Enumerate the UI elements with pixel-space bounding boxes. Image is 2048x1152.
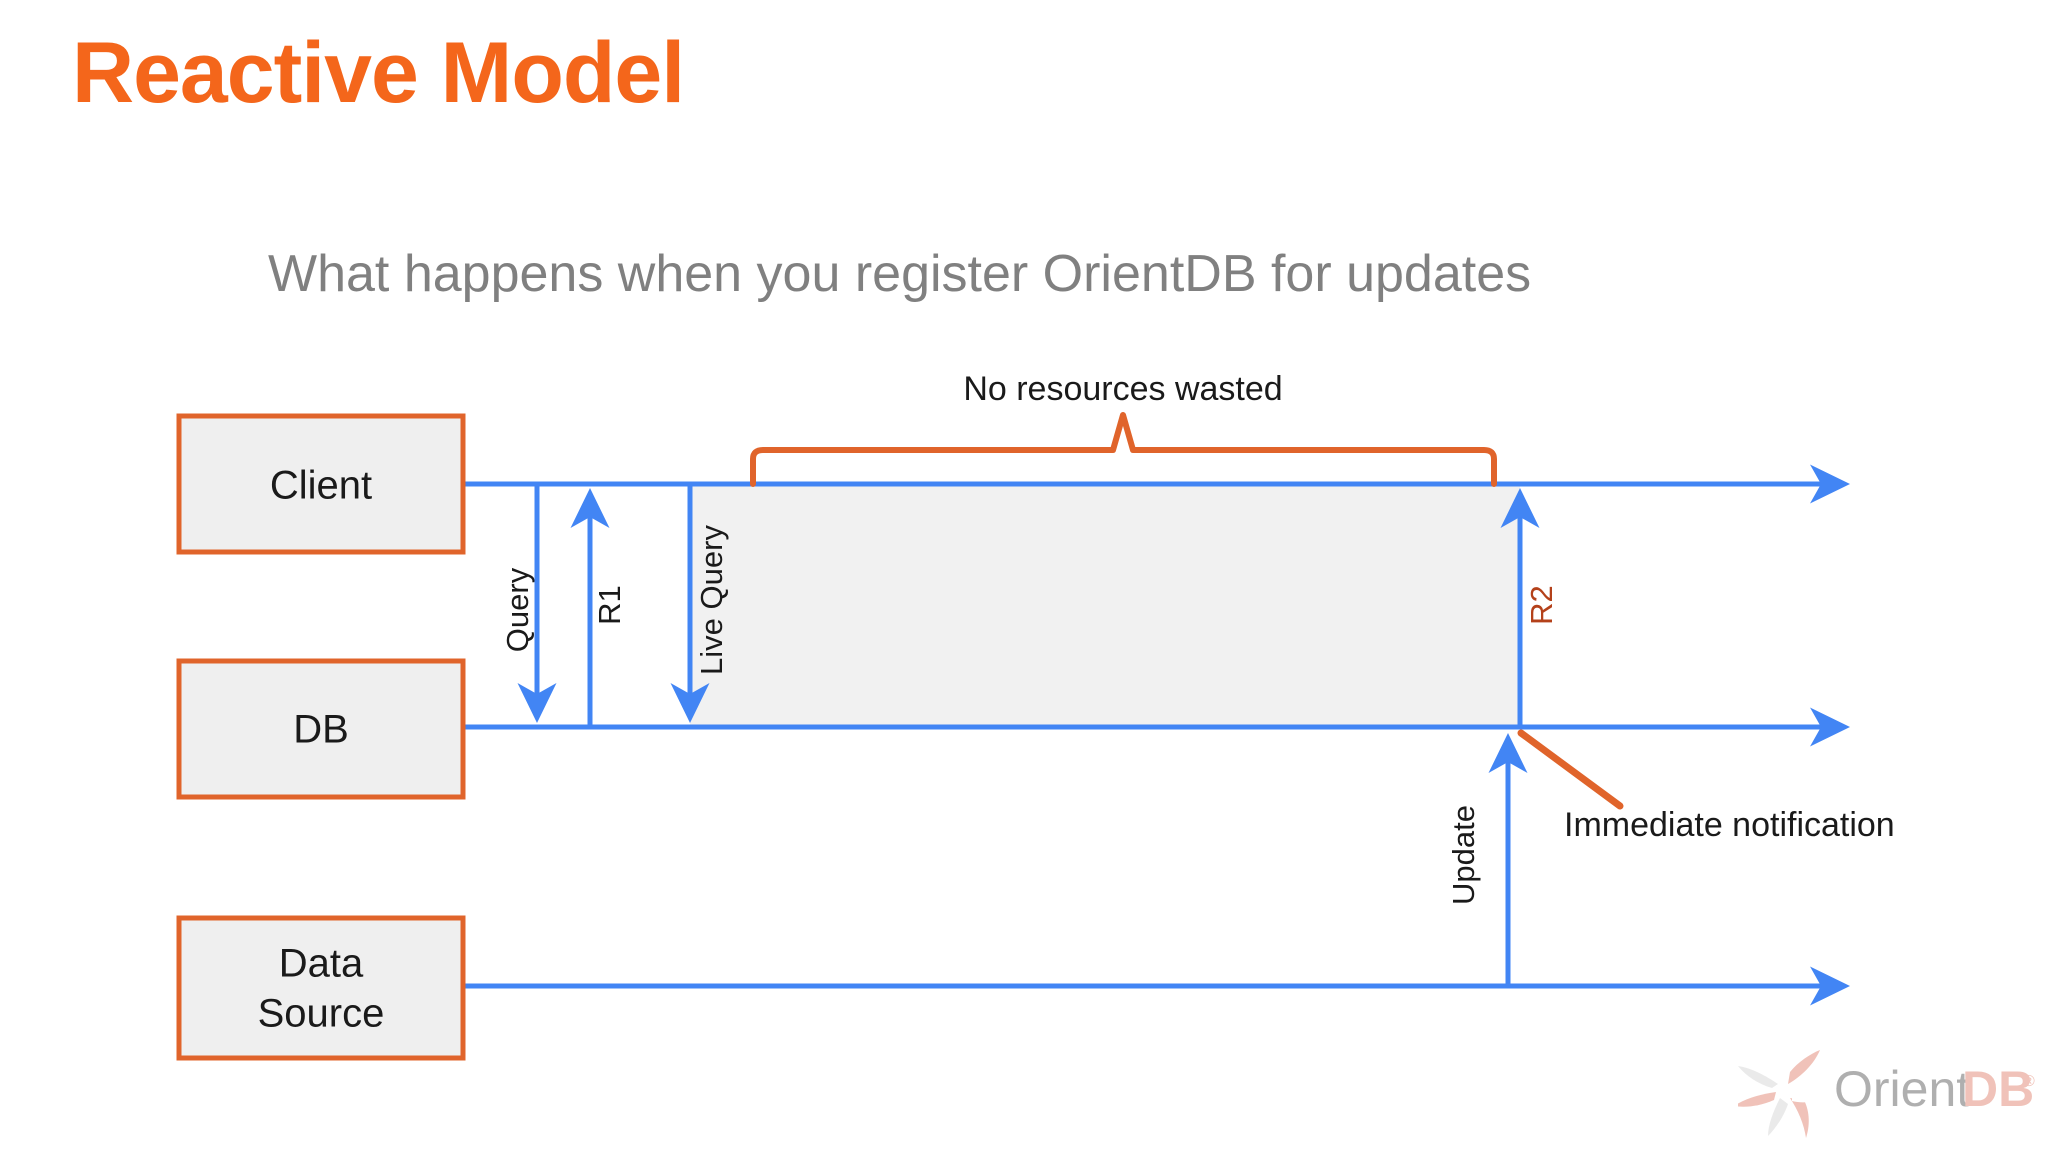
participant-box-data-source[interactable]: Data Source xyxy=(176,915,466,1061)
participant-label-db: DB xyxy=(293,708,349,752)
annotation-immediate-notification: Immediate notification xyxy=(1564,806,1895,844)
message-query[interactable]: Query xyxy=(500,486,557,723)
callout-immediate-notification xyxy=(1517,729,1624,810)
annotation-no-resources-wasted: No resources wasted xyxy=(963,370,1282,408)
orientdb-logo-word-primary: Orient xyxy=(1834,1061,1970,1117)
message-label-r1: R1 xyxy=(592,585,627,625)
orientdb-logo: Orient DB ® xyxy=(1738,1036,2038,1146)
page-title: Reactive Model xyxy=(72,25,685,121)
message-label-update: Update xyxy=(1446,805,1481,905)
bracket-no-resources-wasted xyxy=(750,412,1497,487)
participant-label-data-source-line1: Data xyxy=(279,942,364,986)
orientdb-logo-mark xyxy=(1738,1050,1826,1138)
participant-label-client: Client xyxy=(270,464,372,508)
message-update[interactable]: Update xyxy=(1446,733,1528,984)
participant-box-client[interactable]: Client xyxy=(176,413,466,555)
message-label-live-query: Live Query xyxy=(694,525,729,675)
idle-region-shading xyxy=(690,486,1520,727)
participant-box-db[interactable]: DB xyxy=(176,658,466,800)
message-live-query[interactable]: Live Query xyxy=(670,486,729,723)
message-label-r2: R2 xyxy=(1524,585,1559,625)
orientdb-logo-word-secondary: DB xyxy=(1962,1061,2034,1117)
message-r2[interactable]: R2 xyxy=(1500,488,1559,725)
orientdb-logo-registered-mark: ® xyxy=(2023,1073,2035,1090)
participant-label-data-source-line2: Source xyxy=(258,992,385,1036)
message-r1[interactable]: R1 xyxy=(570,488,627,725)
page-subtitle: What happens when you register OrientDB … xyxy=(268,245,1532,303)
message-label-query: Query xyxy=(500,567,535,652)
